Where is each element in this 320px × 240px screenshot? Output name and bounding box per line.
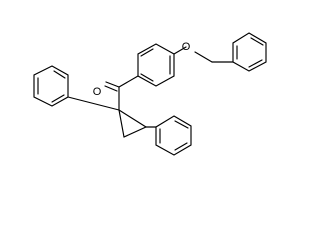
- right-phenyl-ring: [145, 115, 192, 156]
- benzyl-ether-linker: [173, 46, 234, 63]
- carbonyl-oxygen-label: O: [93, 86, 102, 98]
- benzyl-phenyl-ring: [232, 32, 267, 72]
- left-phenyl-ring: [33, 65, 120, 111]
- benzoyl-ring: [137, 43, 175, 87]
- molecule-structure: O O: [33, 32, 267, 156]
- ether-oxygen-label: O: [182, 41, 191, 53]
- carbonyl-group: [104, 75, 139, 111]
- cyclopropane-ring: [118, 109, 147, 138]
